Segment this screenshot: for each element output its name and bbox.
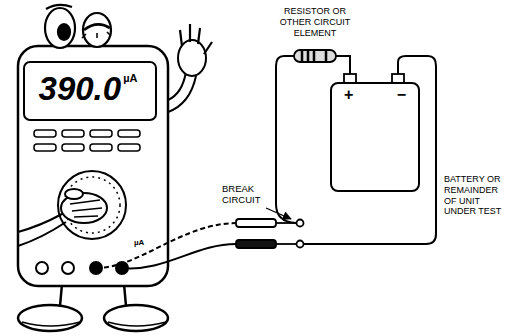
resistor-symbol xyxy=(286,55,294,57)
rotary-dial xyxy=(58,171,126,239)
break-terminals xyxy=(297,220,304,248)
meter-buttons xyxy=(62,144,84,151)
test-probes xyxy=(276,243,296,245)
meter-feet xyxy=(104,305,168,331)
terminal-polarity: + xyxy=(344,86,353,104)
meter-feet xyxy=(124,284,126,306)
test-leads xyxy=(122,244,236,268)
node-content: +− xyxy=(332,84,418,104)
dial-hand xyxy=(70,200,102,217)
meter-eyes xyxy=(84,24,110,30)
meter-buttons xyxy=(34,130,56,137)
meter-eyes xyxy=(46,5,72,9)
terminal-polarity: − xyxy=(397,86,406,104)
input-jacks xyxy=(36,262,48,274)
meter-eyes xyxy=(45,5,111,48)
component-label: BATTERY OR REMAINDER OF UNIT UNDER TEST xyxy=(444,174,506,217)
node-content: 390.0µA xyxy=(30,68,146,105)
test-leads xyxy=(96,223,236,268)
test-probes xyxy=(236,240,276,248)
callout-label: BREAK CIRCUIT xyxy=(222,183,272,206)
meter-buttons xyxy=(90,144,112,151)
battery-box: +− xyxy=(330,82,420,192)
meter-eyes xyxy=(82,32,111,38)
input-jacks xyxy=(36,262,128,274)
meter-feet xyxy=(22,322,80,326)
meter-buttons xyxy=(62,130,84,137)
lcd-display: 390.0µA xyxy=(30,68,150,114)
test-leads xyxy=(96,223,236,268)
meter-eyes xyxy=(83,13,111,47)
waving-hand xyxy=(168,76,196,112)
component-label: RESISTOR OR OTHER CIRCUIT ELEMENT xyxy=(275,6,355,38)
input-jacks xyxy=(62,262,74,274)
dial-hand xyxy=(18,222,66,246)
resistor-symbol xyxy=(302,50,326,62)
meter-feet xyxy=(108,322,166,326)
callout-label: BREAK CIRCUIT xyxy=(222,183,272,206)
waving-hand xyxy=(180,24,212,54)
circuit-wire xyxy=(304,56,436,244)
meter-body xyxy=(18,46,168,286)
component-label: RESISTOR OR OTHER CIRCUIT ELEMENT xyxy=(275,6,355,38)
display-frame xyxy=(24,62,156,120)
dial-range-label: µA xyxy=(134,238,158,248)
circuit-wire xyxy=(336,56,350,74)
meter-buttons xyxy=(34,144,56,151)
meter-feet xyxy=(60,284,62,306)
display-reading: 390.0 xyxy=(39,72,122,105)
meter-buttons xyxy=(118,130,140,137)
break-terminals xyxy=(297,241,304,248)
circuit-wire xyxy=(276,56,436,244)
meter-buttons xyxy=(34,130,140,151)
meter-eyes xyxy=(45,8,75,48)
test-probes xyxy=(236,219,276,227)
leader-arrow xyxy=(266,208,291,219)
circuit-wire xyxy=(276,56,296,223)
resistor-symbol xyxy=(286,50,336,62)
meter-buttons xyxy=(118,144,140,151)
dial-range-label: µA xyxy=(134,238,158,248)
meter-feet xyxy=(18,305,82,331)
rotary-dial xyxy=(58,171,126,239)
resistor-symbol xyxy=(294,50,336,62)
test-probes xyxy=(236,219,296,248)
waving-hand xyxy=(168,24,212,112)
dial-hand xyxy=(65,189,83,199)
meter-eyes xyxy=(58,24,70,40)
break-terminals xyxy=(297,220,304,227)
meter-buttons xyxy=(90,130,112,137)
display-unit: µA xyxy=(123,73,137,84)
waving-hand xyxy=(168,72,186,100)
component-label: BATTERY OR REMAINDER OF UNIT UNDER TEST xyxy=(444,174,506,217)
meter-feet xyxy=(18,284,168,331)
dial-hand xyxy=(18,189,107,246)
